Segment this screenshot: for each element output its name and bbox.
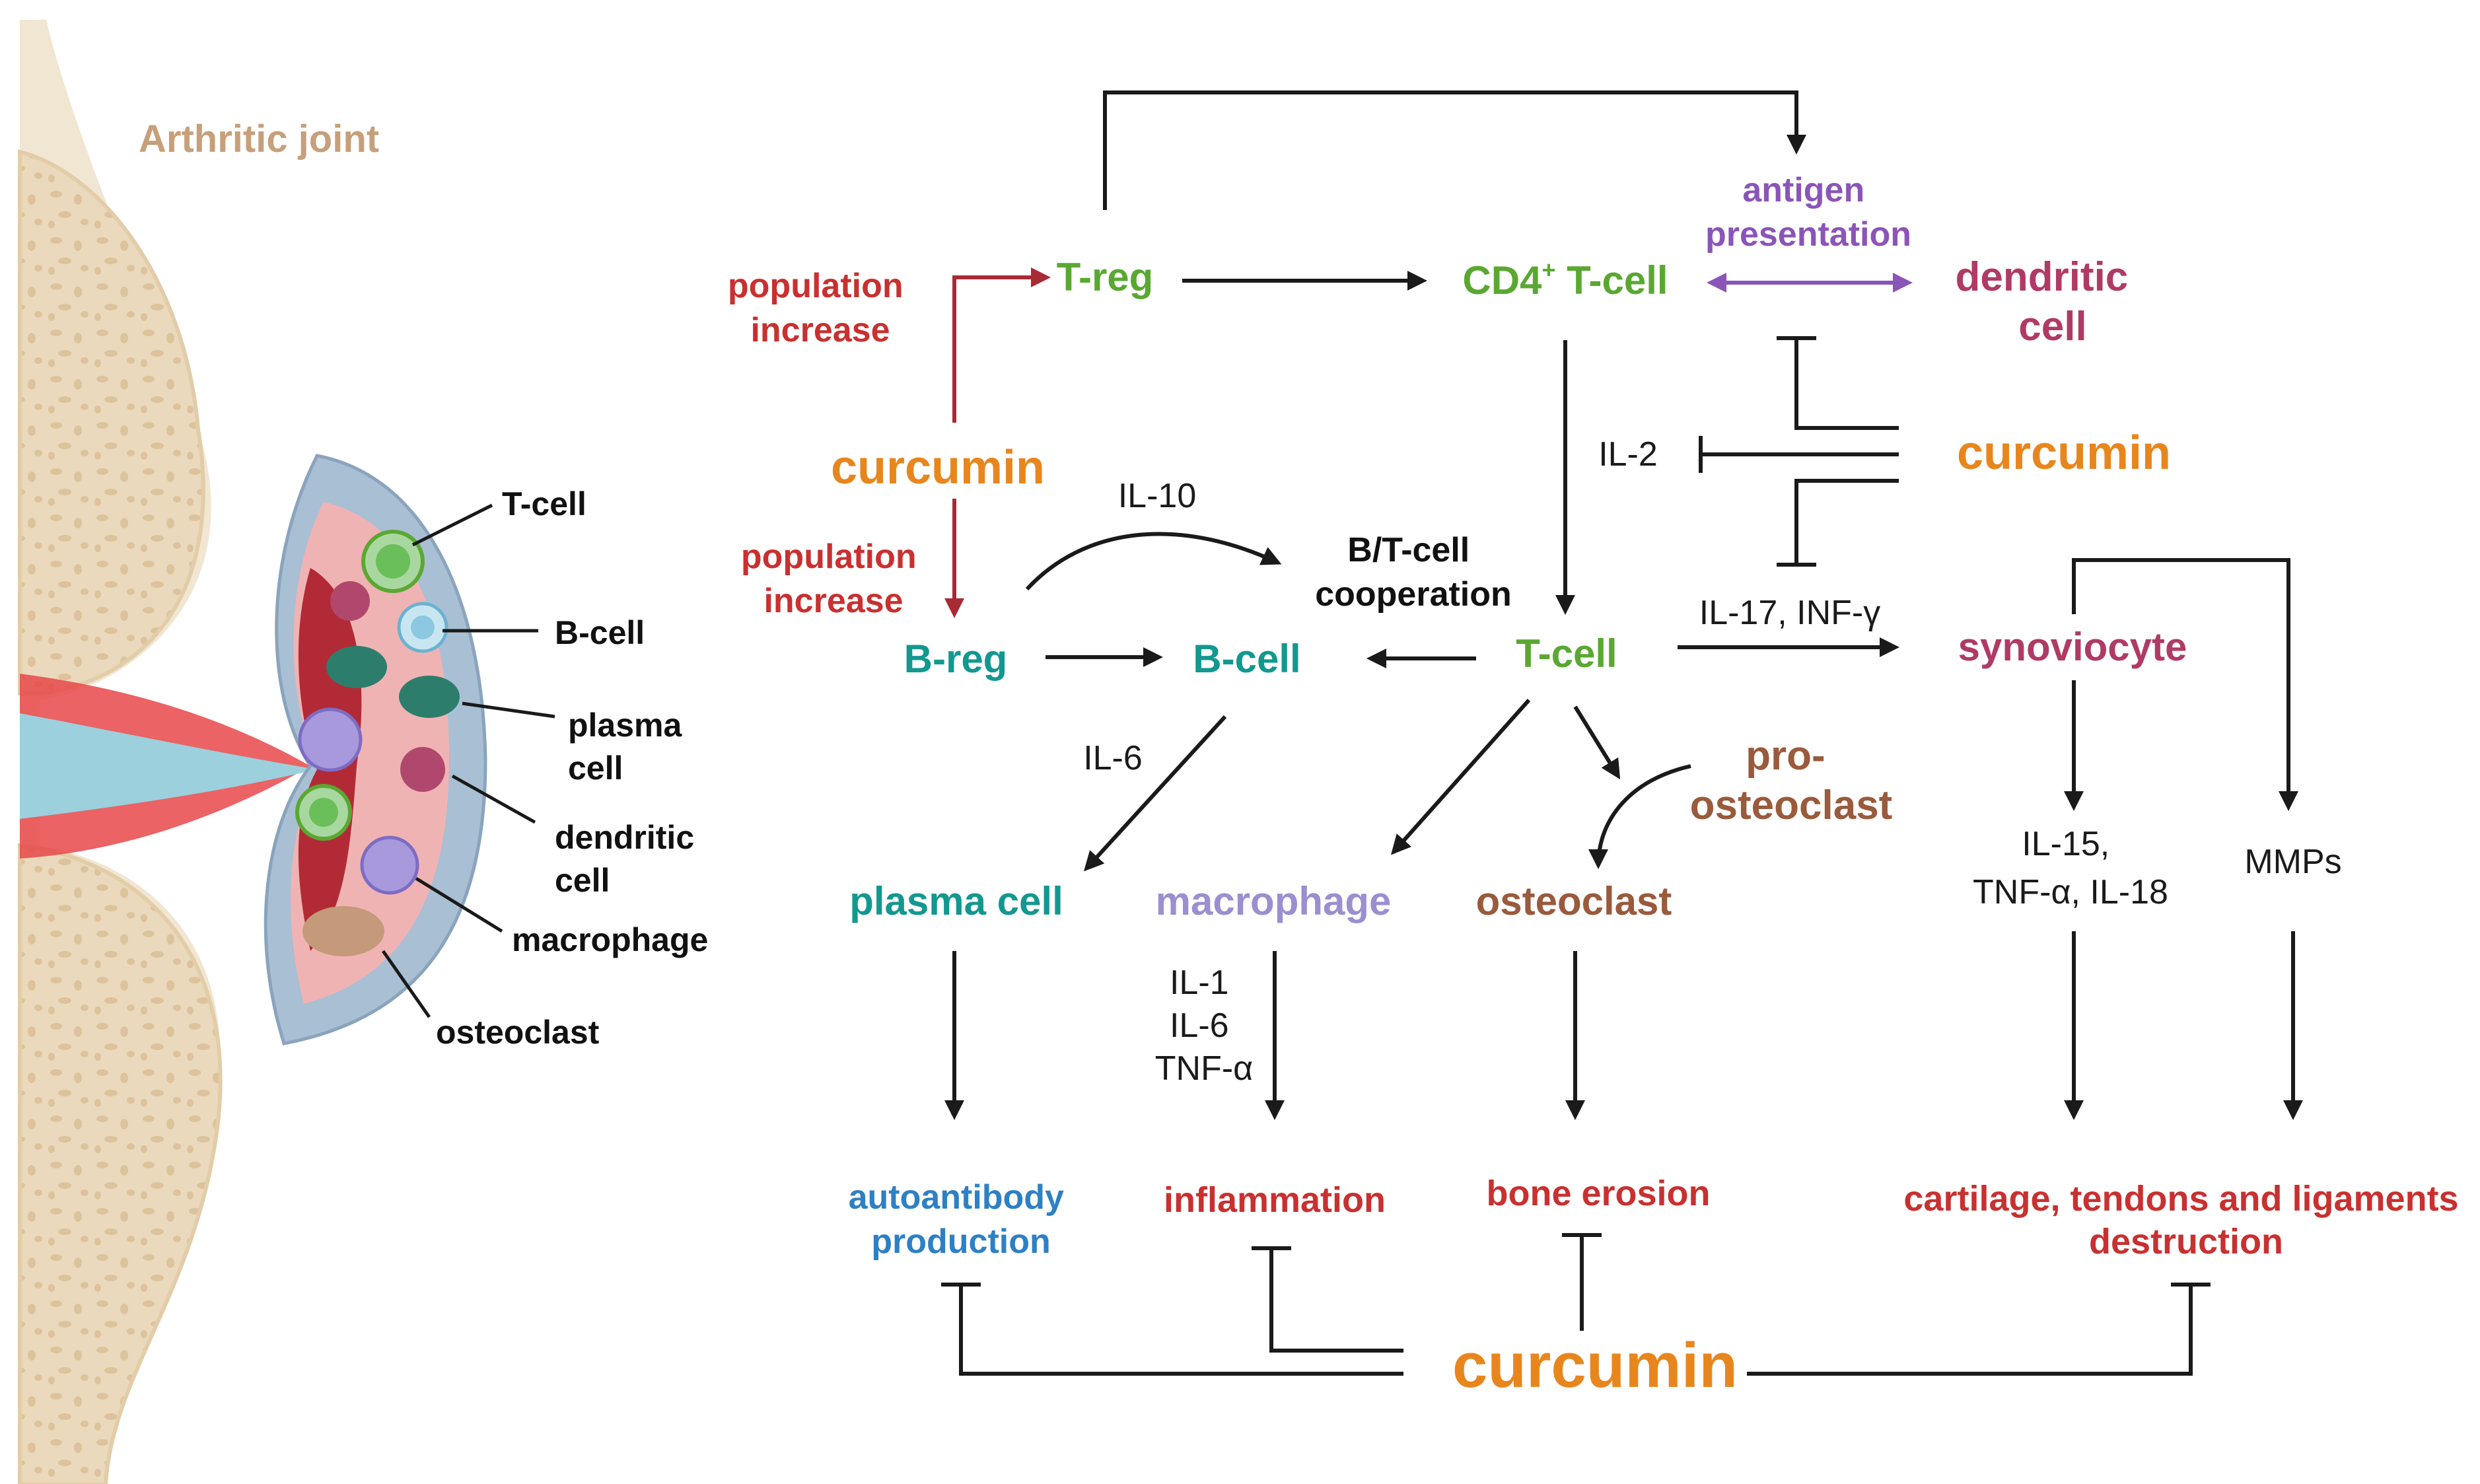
mac-cytokines: IL-1 IL-6 TNF-α: [1155, 964, 1253, 1088]
osteoclast-graphic: [302, 906, 384, 956]
bone-upper: [18, 149, 205, 695]
bcell-label: B-cell: [1193, 637, 1300, 681]
curcumin-inhibit-dendritic: [1794, 338, 1899, 430]
curcumin-right: curcumin: [1957, 427, 2171, 479]
cd4-label: CD4+ T-cell: [1462, 256, 1668, 302]
treg-loop-arrow: [1103, 90, 1806, 210]
curcumin-inhibit-cart: [1747, 1285, 2193, 1376]
cartilage-label: cartilage, tendons and ligaments destruc…: [1903, 1179, 2468, 1261]
bcell-plasma-arrow: [1083, 715, 1227, 872]
connectors: [941, 90, 2303, 1376]
curcumin-left: curcumin: [831, 441, 1045, 494]
tcell-graphic: [361, 530, 425, 593]
legend-osteoclast: osteoclast: [436, 1014, 600, 1051]
il6-label: IL-6: [1083, 739, 1143, 777]
tcell2-graphic: [295, 784, 352, 841]
curcumin-inhibit-inflam: [1269, 1248, 1403, 1353]
curcumin-inhibit-auto: [959, 1285, 1403, 1376]
autoantibody-label: autoantibody production: [849, 1178, 1074, 1261]
macrophage-graphic: [298, 707, 419, 895]
preosteo-osteo-curve: [1588, 764, 1691, 869]
joint-cavity: [20, 713, 317, 819]
antigen-label: antigen presentation: [1705, 171, 1911, 254]
labels: T-reg CD4+ T-cell antigen presentation d…: [728, 171, 2468, 1401]
dendritic-graphic: [330, 581, 445, 792]
pop-increase-1: population increase: [728, 267, 913, 349]
legend-macrophage: macrophage: [512, 921, 708, 958]
joint-title: Arthritic joint: [139, 118, 379, 160]
mmps-label: MMPs: [2244, 843, 2341, 881]
plasma-label: plasma cell: [849, 879, 1063, 923]
bt-coop-label: B/T-cell cooperation: [1315, 531, 1512, 614]
inflammation-label: inflammation: [1164, 1180, 1386, 1220]
legend-bcell: B-cell: [555, 614, 645, 651]
tcell-macrophage-arrow: [1391, 699, 1531, 855]
bone-lower: [18, 843, 223, 1484]
dendritic-label: dendritic cell: [1955, 254, 2139, 349]
tcell-preosteo-arrow: [1573, 705, 1621, 780]
legend-tcell: T-cell: [502, 485, 586, 522]
tcell-label: T-cell: [1516, 631, 1617, 676]
il10-curve: [1025, 532, 1282, 591]
il15-label: IL-15, TNF-α, IL-18: [1973, 825, 2168, 911]
il10-label: IL-10: [1118, 477, 1197, 515]
osteoclast-label: osteoclast: [1476, 879, 1672, 923]
curcumin-inhibit-tcell: [1794, 479, 1899, 565]
bone-erosion-label: bone erosion: [1486, 1174, 1710, 1213]
synoviocyte-label: synoviocyte: [1958, 625, 2187, 669]
synoviocyte-bracket: [2072, 558, 2298, 811]
joint-legend: [381, 503, 555, 1018]
breg-label: B-reg: [904, 637, 1008, 681]
preosteo-label: pro- osteoclast: [1690, 733, 1893, 828]
il17-label: IL-17, INF-γ: [1699, 594, 1881, 632]
curcumin-bottom: curcumin: [1452, 1330, 1738, 1401]
curcumin-treg-arrow: [952, 267, 1051, 423]
treg-label: T-reg: [1057, 255, 1154, 299]
macrophage-label: macrophage: [1156, 879, 1392, 923]
bcell-graphic: [397, 602, 448, 653]
il2-label: IL-2: [1598, 435, 1658, 474]
pop-increase-2: population increase: [741, 538, 926, 620]
plasma-graphic: [326, 646, 460, 718]
